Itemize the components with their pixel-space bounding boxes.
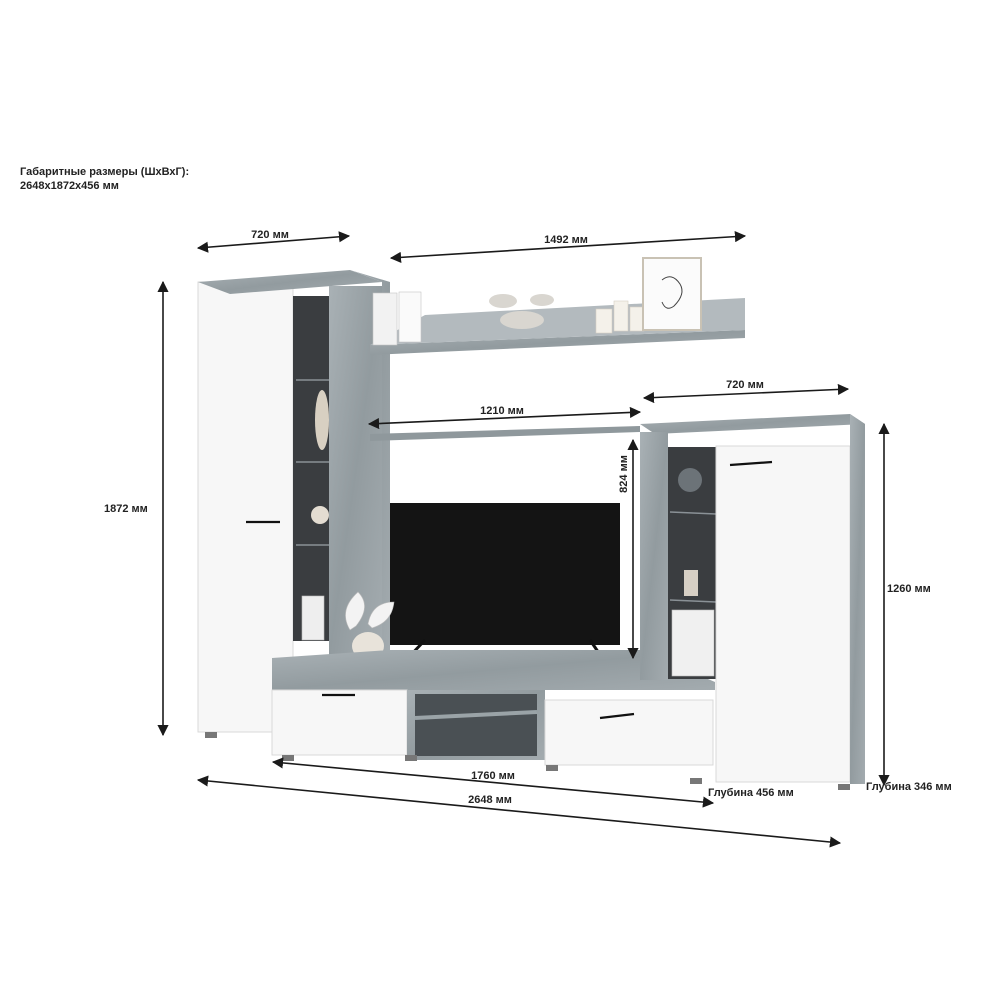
candles-icon: [595, 308, 613, 334]
label-middle-shelf: 1210 мм: [480, 405, 524, 417]
right-door-handle: [729, 460, 773, 467]
dim-total-width: [196, 775, 842, 848]
furniture-illustration: [197, 257, 865, 790]
dimension-lines: 720 мм 1492 мм 720 мм 1210 мм 824 мм 187…: [104, 229, 952, 848]
label-stand-width: 1760 мм: [471, 770, 515, 782]
leaf-decor-icon: [315, 390, 329, 450]
right-books-icon: [671, 609, 715, 677]
round-decor-icon: [311, 506, 329, 524]
right-cabinet-door: [715, 445, 851, 783]
fish-figurine-icon: [489, 294, 517, 308]
flower-icon: [345, 591, 365, 631]
left-cabinet-showcase: [293, 296, 329, 641]
books-icon: [301, 595, 325, 641]
left-cabinet-door: [197, 281, 294, 733]
dim-left-width: [196, 231, 351, 253]
right-cabinet-side: [640, 432, 668, 680]
label-right-width: 720 мм: [726, 379, 764, 391]
label-right-height: 1260 мм: [887, 583, 931, 595]
tv-stand-right-drawer: [544, 699, 714, 766]
label-left-width: 720 мм: [251, 229, 289, 241]
label-total-height: 1872 мм: [104, 503, 148, 515]
tv-stand-left-drawer: [271, 689, 408, 756]
label-depth-right: Глубина 346 мм: [866, 781, 952, 793]
header-line-1: Габаритные размеры (ШхВхГ):: [20, 166, 189, 178]
left-cabinet-top: [198, 270, 382, 294]
globe-decor-icon: [678, 468, 702, 492]
label-tv-height: 824 мм: [618, 455, 630, 493]
shelf-books-icon: [372, 292, 398, 346]
tv-stand-top: [272, 650, 715, 690]
dim-right-width: [642, 383, 850, 404]
top-shelf-front: [370, 330, 745, 355]
picture-frame-icon: [642, 257, 702, 331]
right-cabinet-top: [640, 414, 865, 434]
tv-screen: [390, 503, 620, 645]
label-top-shelf: 1492 мм: [544, 234, 588, 246]
dim-middle-shelf: [367, 406, 642, 430]
diffuser-icon: [684, 570, 698, 596]
middle-shelf: [370, 426, 640, 441]
header-line-2: 2648х1872х456 мм: [20, 180, 119, 192]
label-depth-stand: Глубина 456 мм: [708, 787, 794, 799]
label-total-width: 2648 мм: [468, 794, 512, 806]
dim-top-shelf: [389, 231, 747, 263]
